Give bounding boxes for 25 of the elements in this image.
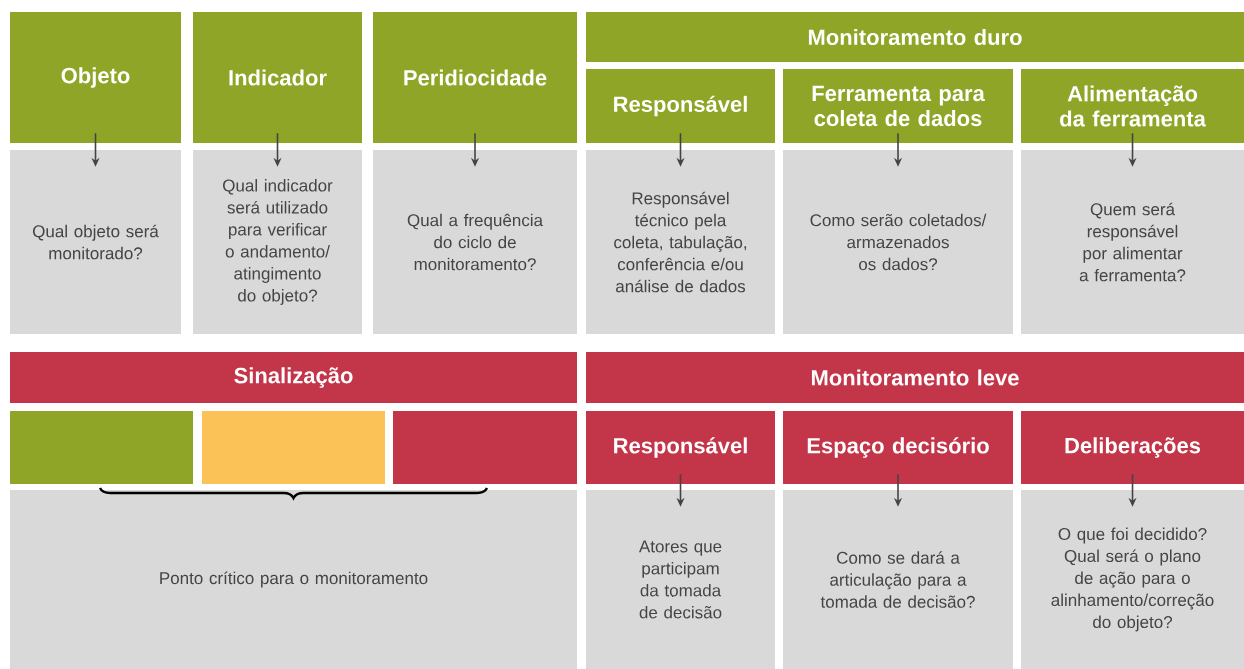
color-block xyxy=(10,411,193,484)
section-header: Sinalização xyxy=(10,352,577,403)
description-box: Responsável técnico pela coleta, tabulação, conferência e/ou análise de dados xyxy=(586,150,775,334)
description-box: Qual a frequência do ciclo de monitoramento? xyxy=(373,150,577,334)
header-box: Alimentação da ferramenta xyxy=(1021,69,1244,143)
description-box: Atores que participam da tomada de decisão xyxy=(586,490,775,669)
header-box: Espaço decisório xyxy=(783,411,1013,484)
description-box: O que foi decidido? Qual será o plano de ação para o alinhamento/correção do objeto? xyxy=(1021,490,1244,669)
color-block xyxy=(202,411,385,484)
description-box: Ponto crítico para o monitoramento xyxy=(10,490,577,669)
header-box: Responsável xyxy=(586,69,775,143)
description-box: Como se dará a articulação para a tomada de decisão? xyxy=(783,490,1013,669)
description-box: Como serão coletados/ armazenados os dados? xyxy=(783,150,1013,334)
color-block xyxy=(393,411,577,484)
description-box: Quem será responsável por alimentar a ferramenta? xyxy=(1021,150,1244,334)
header-box: Deliberações xyxy=(1021,411,1244,484)
header-box: Peridiocidade xyxy=(373,12,577,143)
description-box: Qual indicador será utilizado para verificar o andamento/ atingimento do objeto? xyxy=(193,150,362,334)
section-header: Monitoramento leve xyxy=(586,352,1244,403)
header-box: Objeto xyxy=(10,12,181,143)
header-box: Responsável xyxy=(586,411,775,484)
description-box: Qual objeto será monitorado? xyxy=(10,150,181,334)
header-box: Ferramenta para coleta de dados xyxy=(783,69,1013,143)
section-header: Monitoramento duro xyxy=(586,12,1244,62)
header-box: Indicador xyxy=(193,12,362,143)
